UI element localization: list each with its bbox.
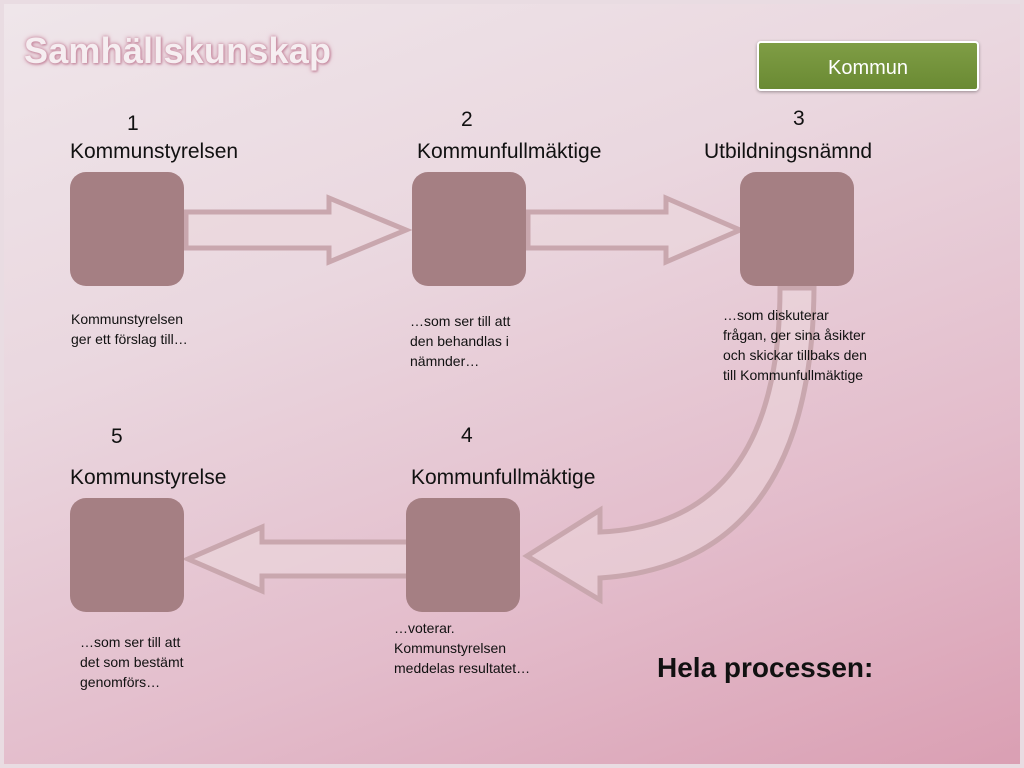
step-1-label: Kommunstyrelsen (70, 140, 239, 163)
step-3-desc-line: …som diskuterar (723, 307, 829, 323)
step-3-desc-line: frågan, ger sina åsikter (723, 327, 866, 343)
step-5-box (70, 498, 184, 612)
step-1-box (70, 172, 184, 286)
kommun-badge: Kommun (757, 41, 979, 91)
step-4-number: 4 (461, 424, 473, 447)
step-2-desc-line: nämnder… (410, 353, 480, 369)
step-3-description: …som diskuterar frågan, ger sina åsikter… (723, 305, 867, 385)
step-2-label: Kommunfullmäktige (417, 140, 602, 163)
arrow-2-to-3 (525, 194, 747, 266)
step-1-desc-line: Kommunstyrelsen (71, 311, 184, 327)
arrow-4-to-5 (181, 523, 412, 595)
step-5-desc-line: det som bestämt (80, 654, 184, 670)
step-3-number: 3 (793, 107, 805, 130)
step-2-number: 2 (461, 108, 473, 131)
step-4-description: …voterar. Kommunstyrelsen meddelas resul… (394, 618, 530, 678)
step-5-desc-line: genomförs… (80, 674, 161, 690)
step-3-desc-line: till Kommunfullmäktige (723, 367, 864, 383)
step-5-number: 5 (111, 425, 123, 448)
step-4-label: Kommunfullmäktige (411, 466, 596, 489)
step-3-box (740, 172, 854, 286)
arrow-1-to-2 (183, 194, 413, 266)
step-4-box (406, 498, 520, 612)
flow-arrows (181, 194, 817, 605)
step-1-desc-line: ger ett förslag till… (71, 331, 188, 347)
step-2-desc-line: …som ser till att (410, 313, 511, 329)
step-3-label: Utbildningsnämnd (704, 140, 873, 163)
slide-title: Samhällskunskap (24, 30, 332, 71)
step-1-number: 1 (127, 112, 139, 135)
step-5-description: …som ser till att det som bestämt genomf… (80, 632, 184, 692)
step-2-description: …som ser till att den behandlas i nämnde… (410, 311, 510, 371)
step-5-desc-line: …som ser till att (80, 634, 181, 650)
step-5-label: Kommunstyrelse (70, 466, 227, 489)
step-2-box (412, 172, 526, 286)
slide: Samhällskunskap Kommun 1 Kommunstyrelsen… (4, 4, 1020, 764)
step-2-desc-line: den behandlas i (410, 333, 509, 349)
step-1-description: Kommunstyrelsen ger ett förslag till… (71, 309, 188, 349)
step-4-desc-line: …voterar. (394, 620, 455, 636)
arrow-3-to-4 (522, 285, 817, 605)
summary-heading: Hela processen: (657, 652, 874, 683)
step-4-desc-line: meddelas resultatet… (394, 660, 531, 676)
step-4-desc-line: Kommunstyrelsen (394, 640, 507, 656)
step-3-desc-line: och skickar tillbaks den (723, 347, 867, 363)
